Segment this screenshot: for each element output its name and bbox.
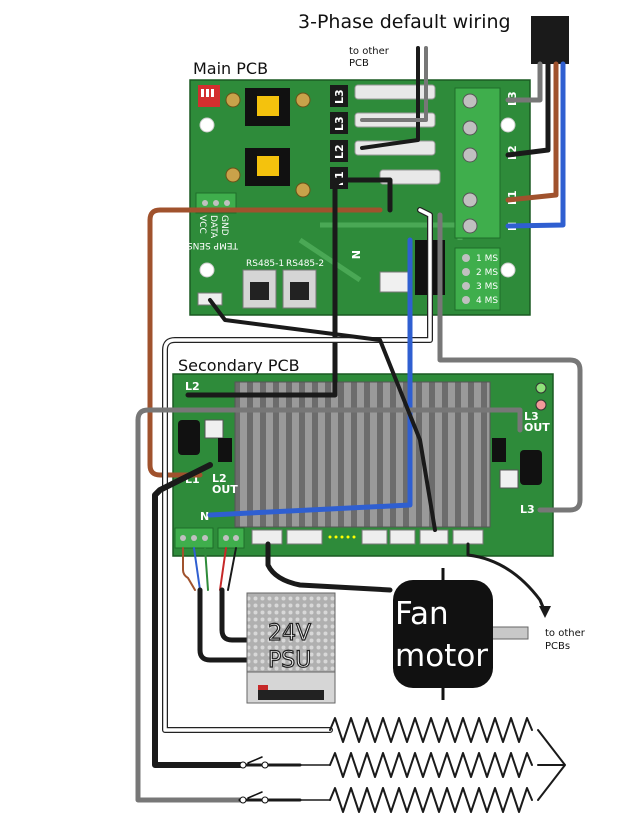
switch-1-contact-a: [239, 761, 247, 769]
wire-l3-in: [505, 61, 543, 103]
heater-star-junction: [537, 729, 566, 801]
heater-element-3: [329, 787, 533, 813]
wire-grey-l3: [437, 212, 583, 513]
wire-temp-sensor: [208, 298, 437, 532]
temp-pin-gnd: GND: [219, 215, 229, 236]
to-other-pcb-line1: to other: [349, 46, 390, 57]
temp-pin-vcc: VCC: [197, 215, 207, 234]
psu-label-2: PSU: [268, 648, 311, 673]
secondary-l2-out-2: OUT: [212, 483, 238, 496]
wire-grey-l3-out: [135, 407, 523, 803]
main-label-l3a: L3: [333, 89, 346, 104]
wire-psu-2: [219, 587, 251, 643]
io-pin-2: 2 MS: [476, 268, 498, 278]
wire-bus-black: [360, 46, 420, 150]
main-terminal-block[interactable]: [454, 87, 501, 239]
psu-label-1: 24V: [268, 621, 311, 646]
secondary-connector-5[interactable]: [419, 529, 449, 545]
wire-blue-n: [207, 237, 413, 518]
wire-black-l2: [185, 177, 393, 398]
wire-fan: [265, 541, 393, 593]
heater-element-2: [329, 752, 533, 778]
secondary-connector-3[interactable]: [361, 529, 388, 545]
wire-black-l2-out: [152, 462, 243, 768]
secondary-l3-out-2: OUT: [524, 421, 550, 434]
switch-2-contact-a: [239, 796, 247, 804]
main-label-l2: L2: [333, 144, 346, 159]
fan-label-2: motor: [395, 638, 488, 674]
main-label-l3b: L3: [333, 116, 346, 131]
io-pin-1: 1 MS: [476, 254, 498, 264]
secondary-l3: L3: [520, 503, 535, 516]
wire-brown-l1: [147, 207, 383, 478]
to-other-pcbs-line1: to other: [545, 628, 586, 639]
switch-2-contact-b: [261, 796, 269, 804]
wires: [135, 16, 583, 813]
wire-white: [163, 208, 432, 732]
wire-l2-in: [505, 61, 551, 158]
wire-psu-1: [197, 587, 251, 663]
to-other-pcbs-line2: PCBs: [545, 641, 570, 652]
fan-motor: Fan motor: [393, 568, 529, 700]
secondary-n: N: [200, 510, 209, 523]
incoming-cable-plug: [531, 16, 569, 64]
temp-pin-data: DATA: [208, 215, 218, 239]
fan-label-1: Fan: [395, 596, 449, 632]
secondary-connector-4[interactable]: [389, 529, 416, 545]
secondary-l2: L2: [185, 380, 200, 393]
main-n-label: N: [349, 250, 362, 259]
secondary-pcb: L2 L1 L2 OUT L3 OUT L3 N: [172, 373, 554, 557]
main-pcb-label: Main PCB: [193, 59, 268, 78]
temp-sensor-label: TEMP SENSOR: [174, 240, 239, 250]
heatsink: [234, 381, 491, 528]
wire-to-other-pcbs: [466, 542, 547, 614]
wire-l1-in: [505, 61, 559, 203]
to-other-pcb-line2: PCB: [349, 58, 369, 69]
diagram-title: 3-Phase default wiring: [298, 11, 511, 33]
wire-bus-grey: [360, 46, 428, 122]
rs485-1-label: RS485-1: [246, 259, 284, 269]
secondary-24v-terminal[interactable]: [217, 527, 245, 549]
secondary-connector-2[interactable]: [286, 529, 323, 545]
main-pcb: L3 L3 L2 L1 L3 L2 L1 N 1 MS 2 MS 3 MS 4 …: [174, 79, 531, 316]
secondary-l3-out-1: L3: [524, 410, 539, 423]
wire-n-in: [505, 61, 566, 229]
switch-1-contact-b: [261, 761, 269, 769]
heater-element-1: [329, 717, 533, 743]
secondary-l2-out-1: L2: [212, 472, 227, 485]
secondary-pcb-label: Secondary PCB: [178, 356, 300, 375]
psu: 24V PSU: [246, 592, 336, 704]
secondary-connector-6[interactable]: [452, 529, 484, 545]
rs485-2-label: RS485-2: [286, 259, 324, 269]
io-pin-3: 3 MS: [476, 282, 498, 292]
io-pin-4: 4 MS: [476, 296, 498, 306]
